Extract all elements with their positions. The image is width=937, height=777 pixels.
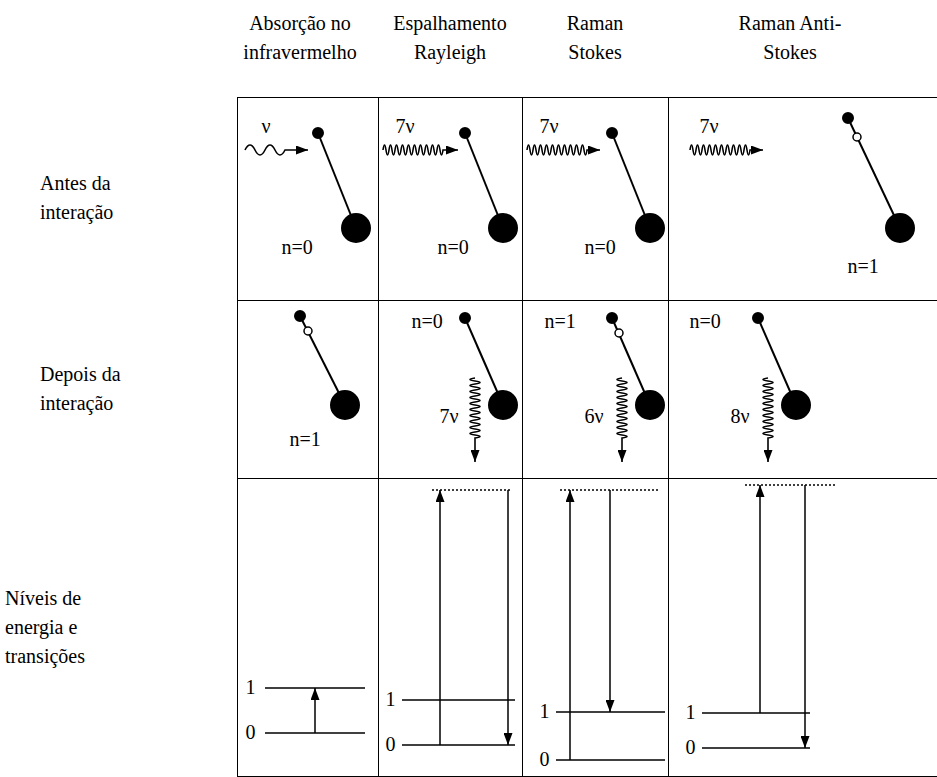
cell-label: 8ν bbox=[731, 405, 750, 428]
table-cell: 7ν n=1 bbox=[668, 97, 937, 300]
column-header: Espalhamento Rayleigh bbox=[383, 9, 518, 67]
cell-label: n=0 bbox=[585, 236, 616, 259]
energy-levels bbox=[265, 485, 835, 760]
table-cell: n=0 7ν bbox=[378, 300, 522, 478]
cell-label: 7ν bbox=[440, 405, 459, 428]
row-header: Níveis de energia e transições bbox=[5, 584, 105, 671]
molecules bbox=[295, 113, 914, 419]
cell-label: 7ν bbox=[396, 115, 415, 138]
cell-label: ν bbox=[262, 115, 271, 138]
column-header: Absorção no infravermelho bbox=[233, 9, 368, 67]
cell-label: n=1 bbox=[848, 255, 879, 278]
table-cell: 10 bbox=[522, 478, 668, 777]
table-cell: n=1 bbox=[237, 300, 378, 478]
cell-label: n=0 bbox=[690, 310, 721, 333]
table-cell: n=0 8ν bbox=[668, 300, 937, 478]
table-cell: n=1 6ν bbox=[522, 300, 668, 478]
level-number: 0 bbox=[686, 736, 696, 759]
row-header: Depois da interação bbox=[40, 360, 150, 418]
cell-label: 7ν bbox=[540, 115, 559, 138]
table-cell: 10 bbox=[237, 478, 378, 777]
level-number: 0 bbox=[386, 733, 396, 756]
table-cell: 7ν n=0 bbox=[522, 97, 668, 300]
level-number: 0 bbox=[540, 748, 550, 771]
cell-label: n=0 bbox=[282, 236, 313, 259]
cell-label: n=1 bbox=[545, 310, 576, 333]
level-number: 1 bbox=[386, 688, 396, 711]
column-header: Raman Stokes bbox=[555, 9, 635, 67]
column-header: Raman Anti-Stokes bbox=[733, 9, 848, 67]
cell-label: n=0 bbox=[438, 236, 469, 259]
level-number: 1 bbox=[686, 701, 696, 724]
cell-label: 6ν bbox=[585, 405, 604, 428]
row-header: Antes da interação bbox=[40, 169, 150, 227]
cell-label: 7ν bbox=[700, 115, 719, 138]
level-number: 1 bbox=[540, 700, 550, 723]
table-cell: ν n=0 bbox=[237, 97, 378, 300]
cell-label: n=0 bbox=[412, 310, 443, 333]
photon-waves bbox=[245, 145, 773, 462]
table-cell: 10 bbox=[668, 478, 937, 777]
table-cell: 7ν n=0 bbox=[378, 97, 522, 300]
level-number: 0 bbox=[246, 721, 256, 744]
cell-label: n=1 bbox=[290, 428, 321, 451]
table-cell: 10 bbox=[378, 478, 522, 777]
level-number: 1 bbox=[246, 676, 256, 699]
